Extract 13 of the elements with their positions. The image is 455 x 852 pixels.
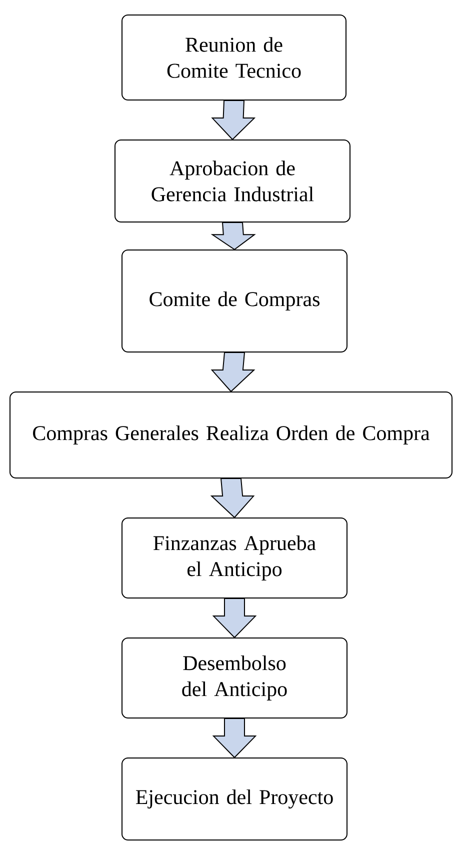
process-box: Compras Generales Realiza Orden de Compra xyxy=(10,392,452,478)
block-arrow xyxy=(212,598,257,638)
block-arrow xyxy=(210,222,256,250)
process-box: Reunion de Comite Tecnico xyxy=(122,14,346,100)
block-arrow xyxy=(212,718,257,758)
block-arrow xyxy=(210,478,255,518)
block-arrow xyxy=(211,100,256,140)
process-box: Comite de Compras xyxy=(122,250,348,352)
process-box: Ejecucion del Proyecto xyxy=(122,758,348,840)
process-box: Finzanzas Aprueba el Anticipo xyxy=(122,518,348,598)
block-arrow xyxy=(210,352,256,392)
process-box: Aprobacion de Gerencia Industrial xyxy=(114,140,350,222)
process-box: Desembolso del Anticipo xyxy=(122,638,348,718)
